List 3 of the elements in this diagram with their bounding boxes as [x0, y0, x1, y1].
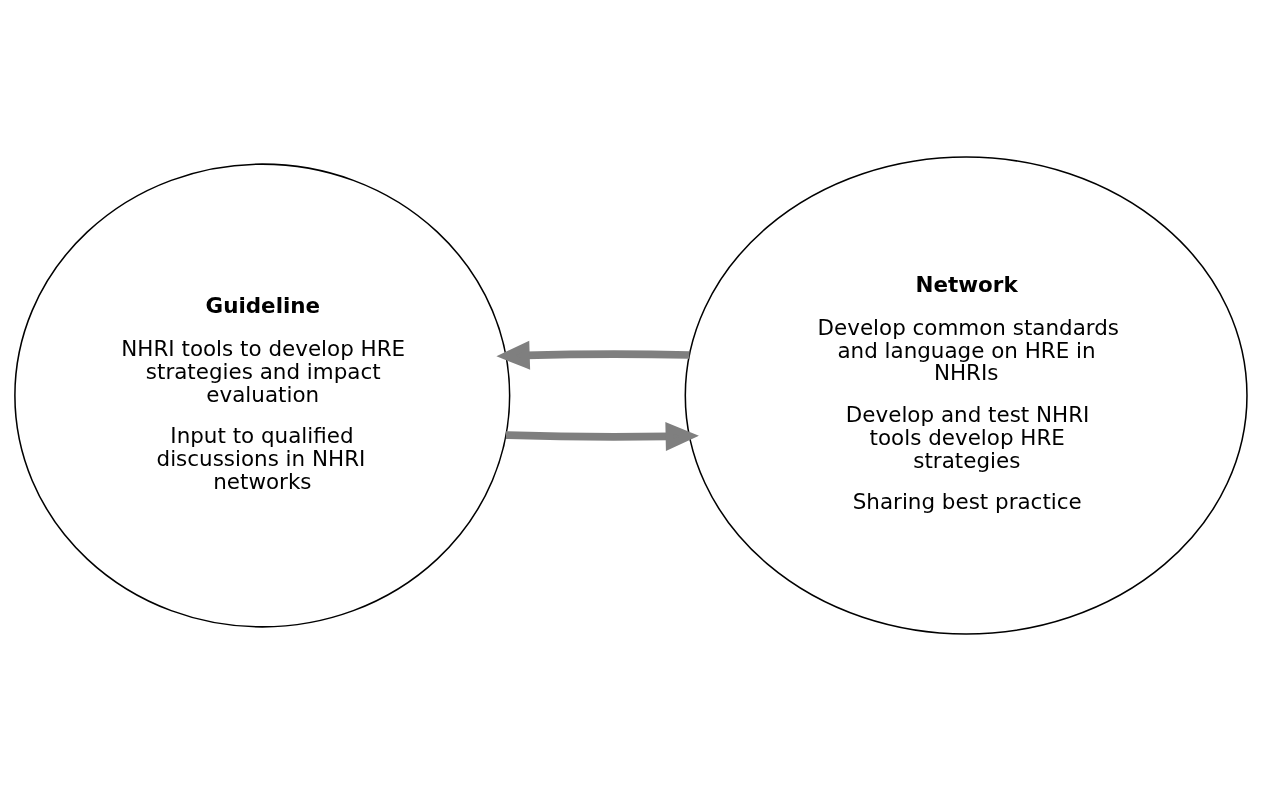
arrow: [505, 421, 699, 451]
node-circle: Guideline NHRI tools to develop HRE strategies and impact evaluation Input to qualified discussions in NHRI networks: [14, 162, 511, 628]
node-ellipse: Network Develop common standards and language on HRE in NHRIs Develop and test NHRI tools develop HRE strategies Sharing best practice: [684, 155, 1248, 635]
